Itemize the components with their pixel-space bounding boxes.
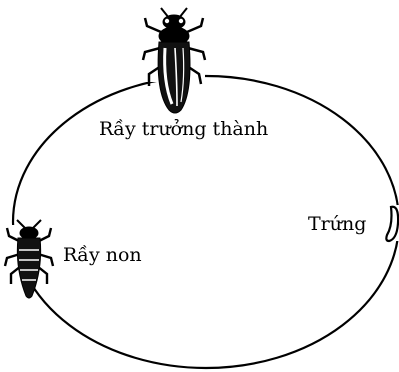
label-adult: Rầy trưởng thành	[99, 118, 268, 140]
planthopper-adult-icon	[143, 8, 205, 113]
label-nymph: Rầy non	[63, 244, 142, 266]
label-egg: Trứng	[308, 213, 366, 235]
